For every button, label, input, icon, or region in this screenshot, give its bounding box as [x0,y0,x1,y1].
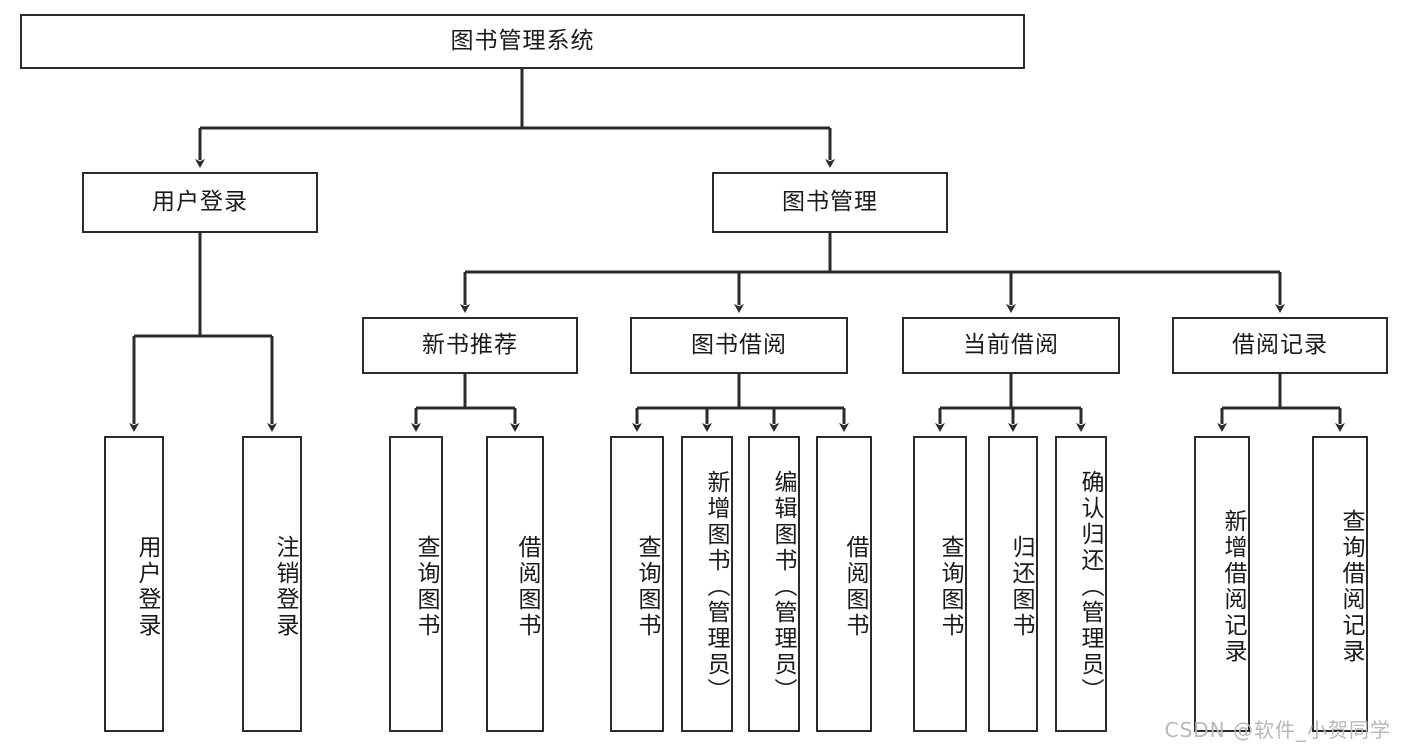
leaf-logout[interactable]: 注销登录 [242,436,302,732]
leaf-lend-book[interactable]: 借阅图书 [816,436,872,732]
leaf-add-borrow-record[interactable]: 新增借阅记录 [1194,436,1250,732]
leaf-label: 查询图书 [937,535,963,639]
node-new-book-recommendation[interactable]: 新书推荐 [362,317,578,374]
leaf-add-book-admin[interactable]: 新增图书（管理员） [681,436,733,732]
leaf-borrow-book-newbook[interactable]: 借阅图书 [486,436,544,732]
leaf-label: 归还图书 [1008,535,1034,639]
leaf-query-book-newbook[interactable]: 查询图书 [389,436,443,732]
node-book-borrowing[interactable]: 图书借阅 [630,317,848,374]
node-book-management[interactable]: 图书管理 [712,172,948,233]
leaf-label: 借阅图书 [842,535,868,639]
leaf-label: 查询图书 [413,535,439,639]
leaf-edit-book-admin[interactable]: 编辑图书（管理员） [748,436,800,732]
leaf-label: 查询借阅记录 [1338,509,1364,665]
leaf-label: 借阅图书 [514,535,540,639]
leaf-query-borrow-record[interactable]: 查询借阅记录 [1312,436,1368,732]
leaf-label: 编辑图书（管理员） [770,470,796,704]
leaf-label: 用户登录 [134,535,160,639]
node-user-login[interactable]: 用户登录 [82,172,318,233]
leaf-query-book-current[interactable]: 查询图书 [913,436,967,732]
node-root-system[interactable]: 图书管理系统 [20,14,1025,69]
leaf-return-book[interactable]: 归还图书 [988,436,1038,732]
leaf-query-book-borrowing[interactable]: 查询图书 [610,436,664,732]
csdn-watermark: CSDN @软件_小贺同学 [1164,718,1391,742]
node-current-borrowing[interactable]: 当前借阅 [902,317,1120,374]
leaf-label: 注销登录 [272,535,298,639]
leaf-label: 确认归还（管理员） [1077,470,1103,704]
node-borrow-records[interactable]: 借阅记录 [1172,317,1388,374]
leaf-label: 查询图书 [634,535,660,639]
leaf-confirm-return-admin[interactable]: 确认归还（管理员） [1055,436,1107,732]
leaf-user-login[interactable]: 用户登录 [104,436,164,732]
leaf-label: 新增图书（管理员） [703,470,729,704]
leaf-label: 新增借阅记录 [1220,509,1246,665]
